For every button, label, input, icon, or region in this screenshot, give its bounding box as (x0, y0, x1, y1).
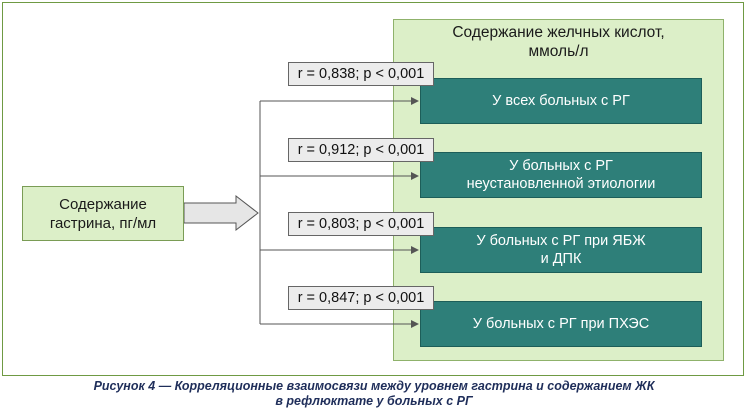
caption-line-1: Рисунок 4 — Корреляционные взаимосвязи м… (93, 379, 655, 393)
block-arrow (183, 194, 259, 232)
group-label-line: неустановленной этиологии (466, 176, 656, 192)
connector-diagram (183, 97, 419, 328)
panel-title-line-2: ммоль/л (528, 43, 589, 60)
bile-acids-panel-title: Содержание желчных кислот, ммоль/л (393, 23, 724, 61)
group-box-postcholecystectomy: У больных с РГ при ПХЭС (420, 301, 702, 347)
group-box-all-patients: У всех больных с РГ (420, 78, 702, 124)
source-label-line-1: Содержание (59, 195, 147, 213)
panel-title-line-1: Содержание желчных кислот, (452, 24, 665, 41)
group-label-line: У больных с РГ (509, 158, 613, 174)
source-label-line-2: гастрина, пг/мл (49, 214, 157, 232)
group-label-line: У всех больных с РГ (492, 93, 630, 109)
caption-line-2: в рефлюктате у больных с РГ (275, 394, 473, 408)
correlation-stat-3: r = 0,803; p < 0,001 (288, 212, 434, 236)
correlation-stat-4: r = 0,847; p < 0,001 (288, 286, 434, 310)
correlation-stat-2: r = 0,912; p < 0,001 (288, 138, 434, 162)
group-box-unknown-etiology: У больных с РГ неустановленной этиологии (420, 152, 702, 198)
figure-caption: Рисунок 4 — Корреляционные взаимосвязи м… (0, 379, 748, 409)
correlation-stat-1: r = 0,838; p < 0,001 (288, 62, 434, 86)
group-label-line: У больных с РГ при ЯБЖ (476, 233, 646, 249)
group-label-line: и ДПК (540, 251, 582, 267)
group-box-ulcer-duodenum: У больных с РГ при ЯБЖ и ДПК (420, 227, 702, 273)
group-label-line: У больных с РГ при ПХЭС (472, 316, 650, 332)
gastrin-source-box: Содержание гастрина, пг/мл (22, 186, 184, 241)
